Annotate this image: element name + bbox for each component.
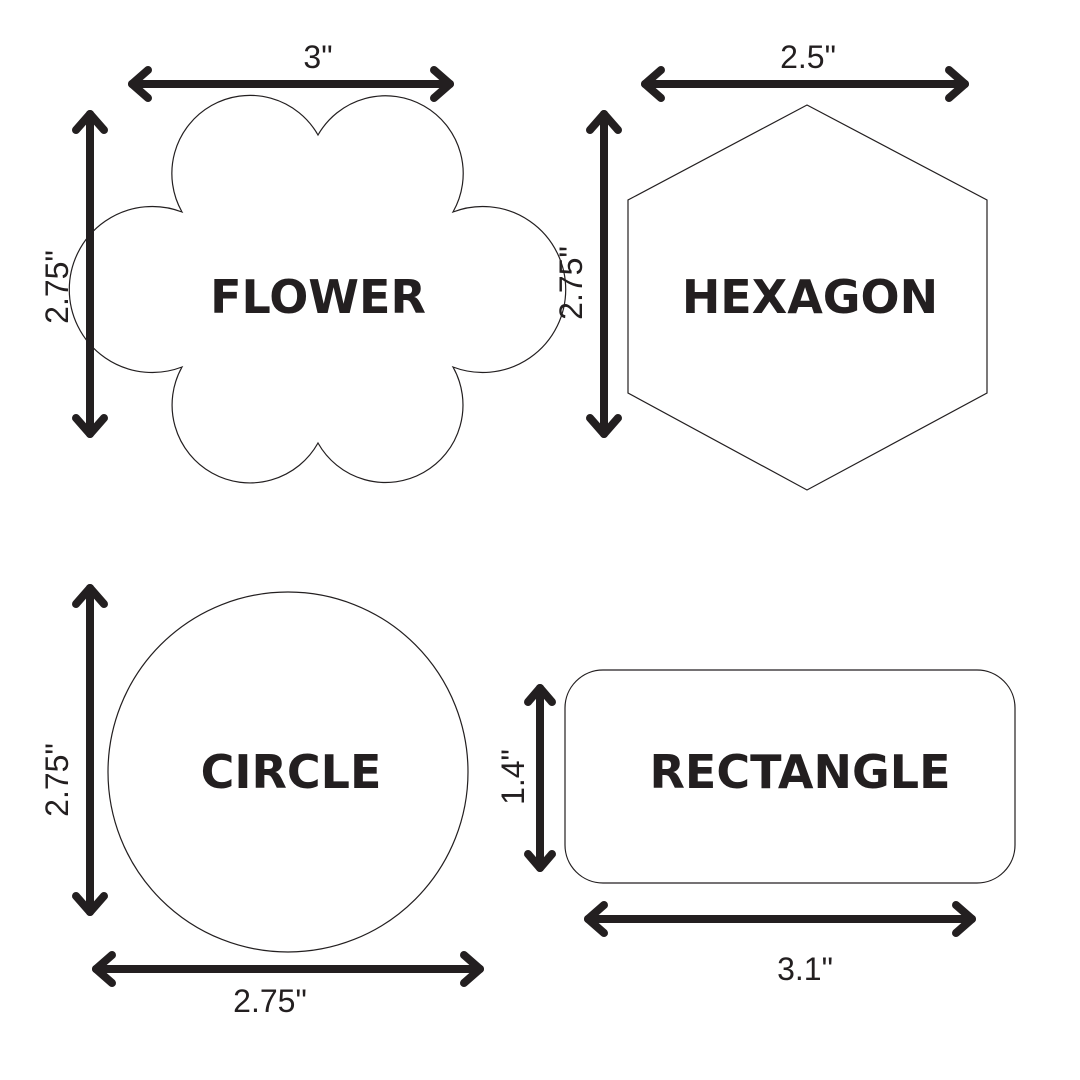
circle-width-label: 2.75" xyxy=(233,983,307,1019)
circle-height-arrow xyxy=(72,584,108,916)
rectangle-template: RECTANGLE 1.4" 3.1" xyxy=(495,669,1016,987)
circle-template: CIRCLE 2.75" 2.75" xyxy=(39,584,484,1019)
rectangle-width-arrow xyxy=(584,901,976,937)
rectangle-height-arrow xyxy=(524,684,556,872)
flower-label: FLOWER xyxy=(210,270,426,324)
hexagon-outline xyxy=(627,104,988,491)
flower-width-arrow xyxy=(128,66,454,102)
rectangle-width-label: 3.1" xyxy=(777,951,833,987)
flower-outline xyxy=(68,94,567,484)
flower-height-arrow xyxy=(72,110,108,438)
flower-width-label: 3" xyxy=(303,39,332,75)
rectangle-height-label: 1.4" xyxy=(495,749,531,805)
flower-template: FLOWER 3" 2.75" xyxy=(39,39,567,484)
circle-width-arrow xyxy=(92,951,484,987)
hexagon-height-label: 2.75" xyxy=(553,246,589,320)
hexagon-template: HEXAGON 2.5" 2.75" xyxy=(553,39,988,491)
circle-height-label: 2.75" xyxy=(39,743,75,817)
hexagon-width-arrow xyxy=(641,66,969,102)
hexagon-width-label: 2.5" xyxy=(780,39,836,75)
circle-label: CIRCLE xyxy=(201,745,382,799)
rectangle-label: RECTANGLE xyxy=(650,745,951,799)
circle-outline xyxy=(107,591,469,953)
hexagon-height-arrow xyxy=(586,110,622,438)
rectangle-outline xyxy=(564,669,1016,884)
flower-height-label: 2.75" xyxy=(39,250,75,324)
hexagon-label: HEXAGON xyxy=(682,270,938,324)
